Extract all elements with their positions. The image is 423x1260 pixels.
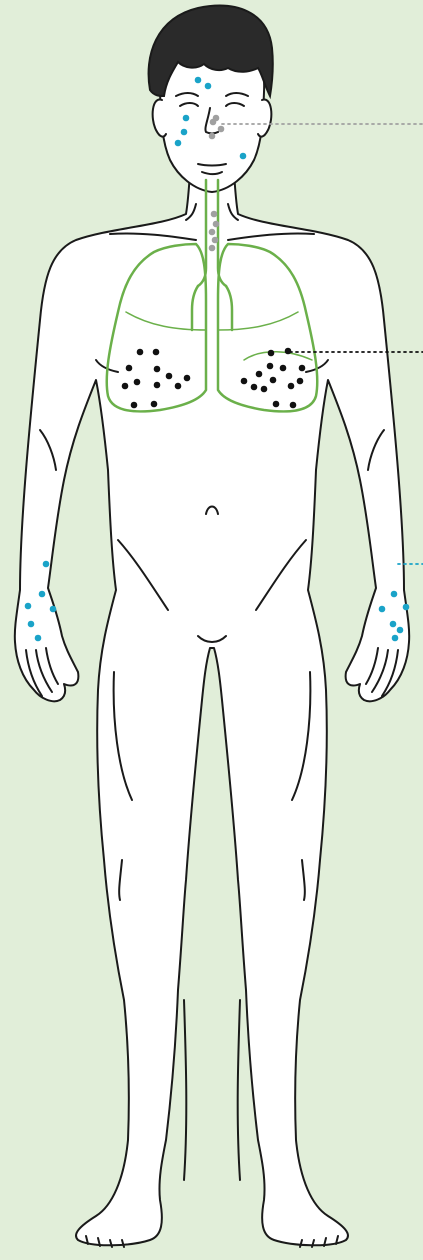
particle	[211, 211, 218, 218]
particle	[392, 635, 399, 642]
particle	[241, 378, 248, 385]
particle	[256, 371, 263, 378]
particle	[183, 115, 190, 122]
particle	[126, 365, 133, 372]
particle	[209, 133, 216, 140]
particle	[270, 377, 277, 384]
particle	[195, 77, 202, 84]
particle	[181, 129, 188, 136]
particle	[39, 591, 46, 598]
particle	[184, 375, 191, 382]
particle	[397, 627, 404, 634]
particle	[240, 153, 247, 160]
particle	[43, 561, 50, 568]
particle	[267, 363, 274, 370]
particle	[218, 126, 225, 133]
particle	[154, 382, 161, 389]
particle	[379, 606, 386, 613]
particle	[285, 348, 292, 355]
particle	[288, 383, 295, 390]
particle	[151, 401, 158, 408]
particle	[280, 365, 287, 372]
particle	[175, 140, 182, 147]
particle	[25, 603, 32, 610]
particle	[251, 384, 258, 391]
particle	[403, 604, 410, 611]
particle	[153, 349, 160, 356]
particle	[35, 635, 42, 642]
particle	[213, 115, 220, 122]
particle	[261, 386, 268, 393]
particle	[154, 366, 161, 373]
particle	[134, 379, 141, 386]
particle	[299, 365, 306, 372]
particle	[122, 383, 129, 390]
particle	[50, 606, 57, 613]
particle	[297, 378, 304, 385]
particle	[391, 591, 398, 598]
particle	[290, 402, 297, 409]
particle	[273, 401, 280, 408]
particle	[213, 221, 220, 228]
particle	[137, 349, 144, 356]
particle	[390, 621, 397, 628]
particle	[131, 402, 138, 409]
particle	[205, 83, 212, 90]
particle	[209, 245, 216, 252]
particle	[166, 373, 173, 380]
particle	[212, 237, 219, 244]
particle	[268, 350, 275, 357]
particle	[209, 229, 216, 236]
particle	[28, 621, 35, 628]
particle	[175, 383, 182, 390]
